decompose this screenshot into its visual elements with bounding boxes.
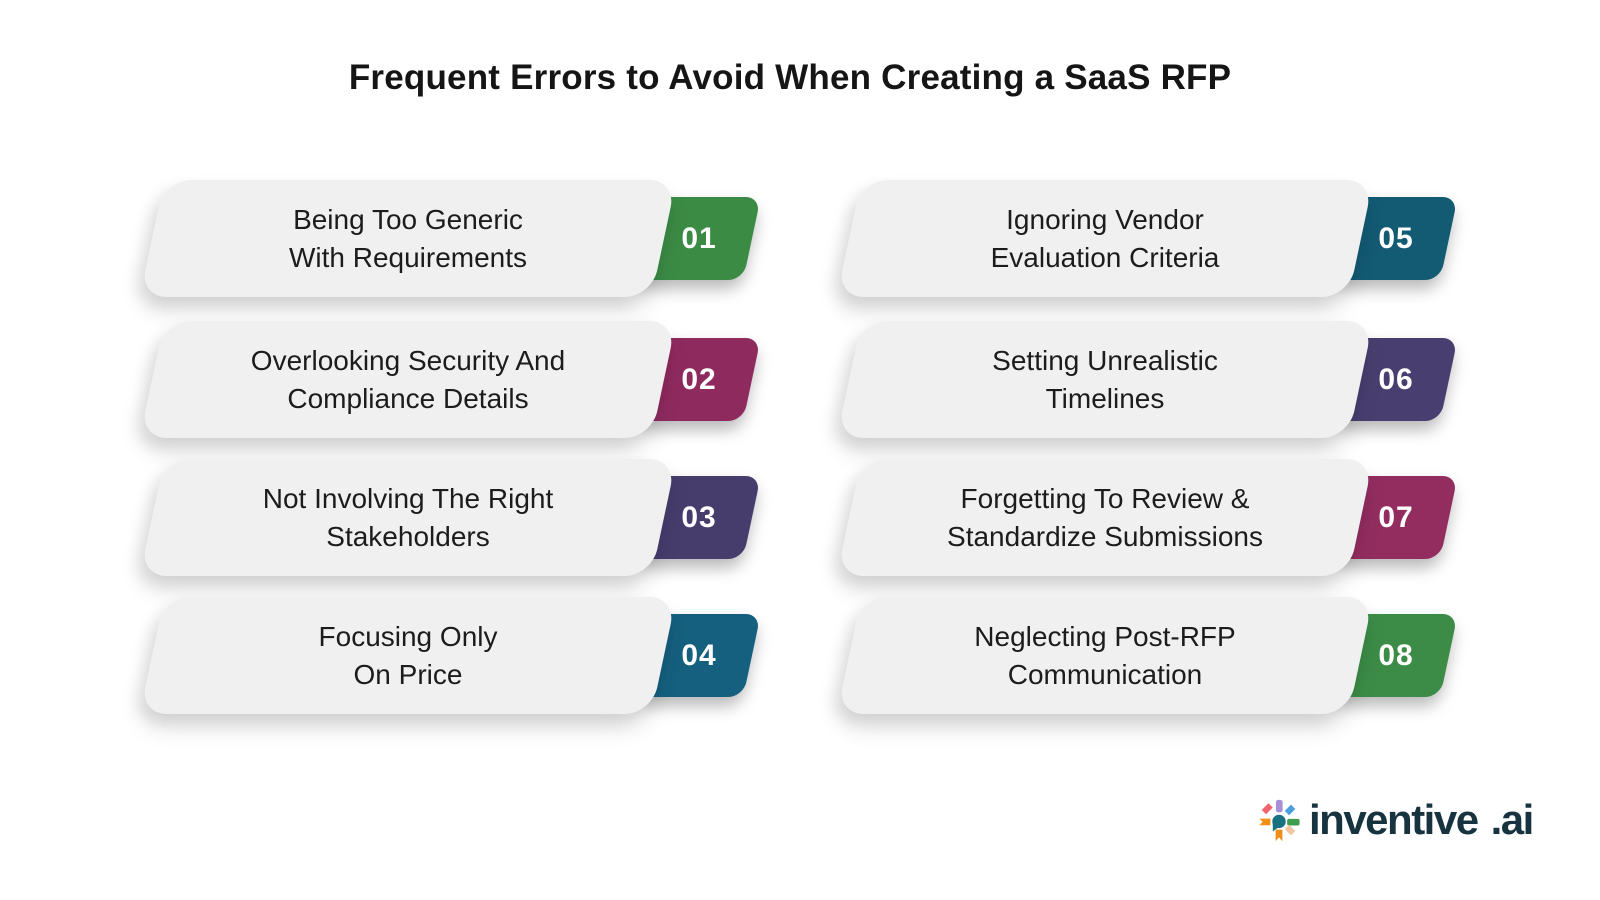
card-text-line1: Forgetting To Review & <box>960 482 1250 514</box>
card-text-line2: Communication <box>1007 658 1203 690</box>
error-card-07: 07 Forgetting To Review & Standardize Su… <box>836 459 1458 576</box>
error-card-01: 01 Being Too Generic With Requirements <box>139 180 761 297</box>
card-body: Ignoring Vendor Evaluation Criteria <box>836 180 1374 297</box>
card-text-line2: On Price <box>353 658 463 690</box>
card-body: Not Involving The Right Stakeholders <box>139 459 677 576</box>
logo-suffix: .ai <box>1490 796 1535 843</box>
card-text-line1: Overlooking Security And <box>250 344 566 376</box>
error-card-05: 05 Ignoring Vendor Evaluation Criteria <box>836 180 1458 297</box>
card-number: 05 <box>1378 221 1414 255</box>
error-card-03: 03 Not Involving The Right Stakeholders <box>139 459 761 576</box>
card-text-line1: Setting Unrealistic <box>992 344 1218 376</box>
card-body: Overlooking Security And Compliance Deta… <box>139 321 677 438</box>
card-text-line2: Standardize Submissions <box>947 520 1263 552</box>
error-card-06: 06 Setting Unrealistic Timelines <box>836 321 1458 438</box>
error-card-02: 02 Overlooking Security And Compliance D… <box>139 321 761 438</box>
card-body: Setting Unrealistic Timelines <box>836 321 1374 438</box>
card-number: 02 <box>681 362 717 396</box>
page-title: Frequent Errors to Avoid When Creating a… <box>348 58 1232 97</box>
logo-wordmark: inventive <box>1309 796 1479 843</box>
inventive-logo: inventive .ai <box>1256 794 1535 846</box>
card-body: Forgetting To Review & Standardize Submi… <box>836 459 1374 576</box>
card-body: Focusing Only On Price <box>139 597 677 714</box>
card-number: 08 <box>1378 638 1414 672</box>
card-text-line2: Stakeholders <box>326 520 490 552</box>
card-text-line1: Focusing Only <box>318 620 498 652</box>
card-text-line2: Timelines <box>1045 382 1165 414</box>
card-text-line2: With Requirements <box>288 241 528 273</box>
card-text-line1: Ignoring Vendor <box>1006 203 1204 235</box>
card-text-line2: Evaluation Criteria <box>990 241 1220 273</box>
card-text-line1: Not Involving The Right <box>262 482 554 514</box>
inventive-logo-icon <box>1259 799 1300 842</box>
card-number: 07 <box>1378 500 1414 534</box>
card-number: 04 <box>681 638 717 672</box>
card-number: 01 <box>681 221 717 255</box>
card-text-line1: Neglecting Post-RFP <box>974 620 1236 652</box>
card-number: 03 <box>681 500 717 534</box>
card-body: Neglecting Post-RFP Communication <box>836 597 1374 714</box>
card-text-line1: Being Too Generic <box>293 203 523 235</box>
card-number: 06 <box>1378 362 1414 396</box>
card-body: Being Too Generic With Requirements <box>139 180 677 297</box>
card-text-line2: Compliance Details <box>287 382 529 414</box>
error-card-04: 04 Focusing Only On Price <box>139 597 761 714</box>
error-card-08: 08 Neglecting Post-RFP Communication <box>836 597 1458 714</box>
